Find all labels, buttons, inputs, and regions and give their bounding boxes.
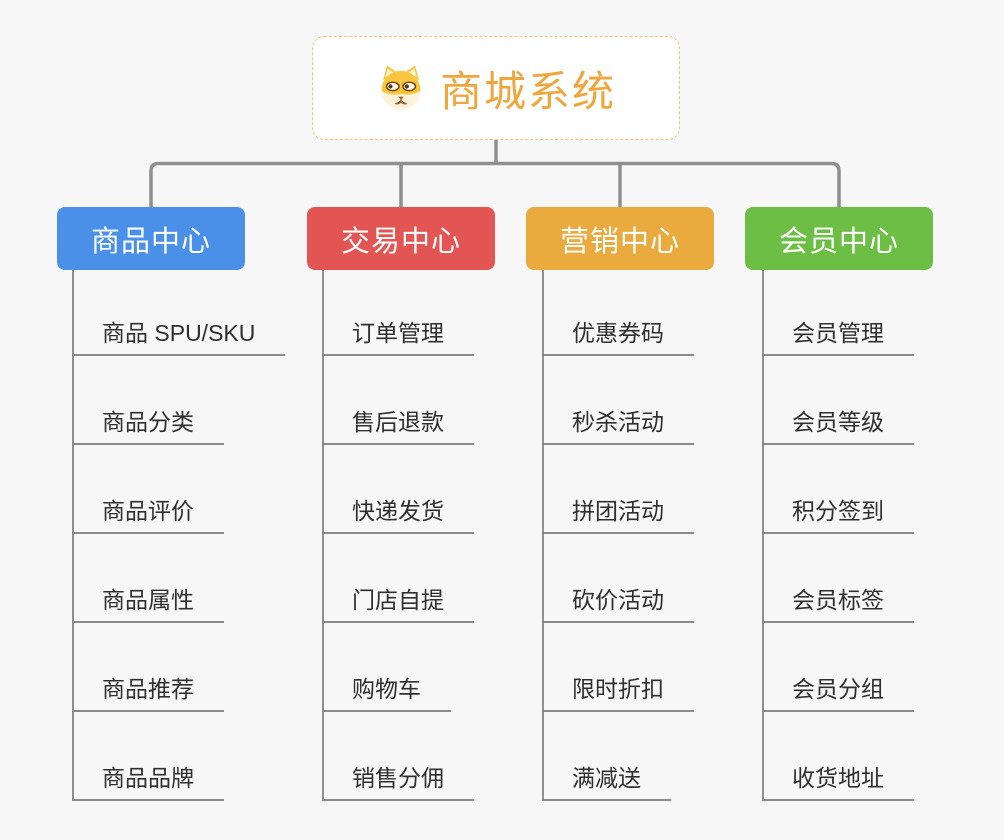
leaf-node[interactable]: 收货地址 [762,763,914,801]
leaf-node[interactable]: 快递发货 [322,496,474,534]
leaf-node[interactable]: 砍价活动 [542,585,694,623]
connector-bus [149,161,841,207]
branch-header-label: 商品中心 [90,225,211,258]
leaf-node[interactable]: 限时折扣 [542,674,694,712]
leaf-node[interactable]: 销售分佣 [322,763,474,801]
leaf-node[interactable]: 购物车 [322,674,451,712]
root-node-label: 商城系统 [439,67,616,115]
leaf-node[interactable]: 秒杀活动 [542,407,694,445]
leaf-node[interactable]: 积分签到 [762,496,914,534]
leaf-node[interactable]: 拼团活动 [542,496,694,534]
leaf-node[interactable]: 商品分类 [72,407,224,445]
branch-header-label: 会员中心 [778,225,899,258]
leaf-node[interactable]: 门店自提 [322,585,474,623]
leaf-node[interactable]: 商品属性 [72,585,224,623]
leaf-node[interactable]: 会员标签 [762,585,914,623]
branch-header-label: 交易中心 [340,225,461,258]
leaf-node[interactable]: 商品推荐 [72,674,224,712]
branch-header-product-center[interactable]: 商品中心 [57,207,245,270]
branch-header-label: 营销中心 [559,225,680,258]
leaf-node[interactable]: 会员管理 [762,318,914,356]
leaf-node[interactable]: 满减送 [542,763,671,801]
root-node-mall-system[interactable]: 商城系统 [312,36,680,140]
leaf-node[interactable]: 订单管理 [322,318,474,356]
leaf-node[interactable]: 售后退款 [322,407,474,445]
leaf-node[interactable]: 会员等级 [762,407,914,445]
leaf-node[interactable]: 商品评价 [72,496,224,534]
leaf-node[interactable]: 商品品牌 [72,763,224,801]
branch-header-member-center[interactable]: 会员中心 [745,207,933,270]
leaf-node[interactable]: 商品 SPU/SKU [72,318,286,356]
dog-face-icon [376,63,426,113]
branch-header-marketing-center[interactable]: 营销中心 [526,207,714,270]
leaf-node[interactable]: 会员分组 [762,674,914,712]
branch-header-trade-center[interactable]: 交易中心 [307,207,495,270]
leaf-node[interactable]: 优惠券码 [542,318,694,356]
